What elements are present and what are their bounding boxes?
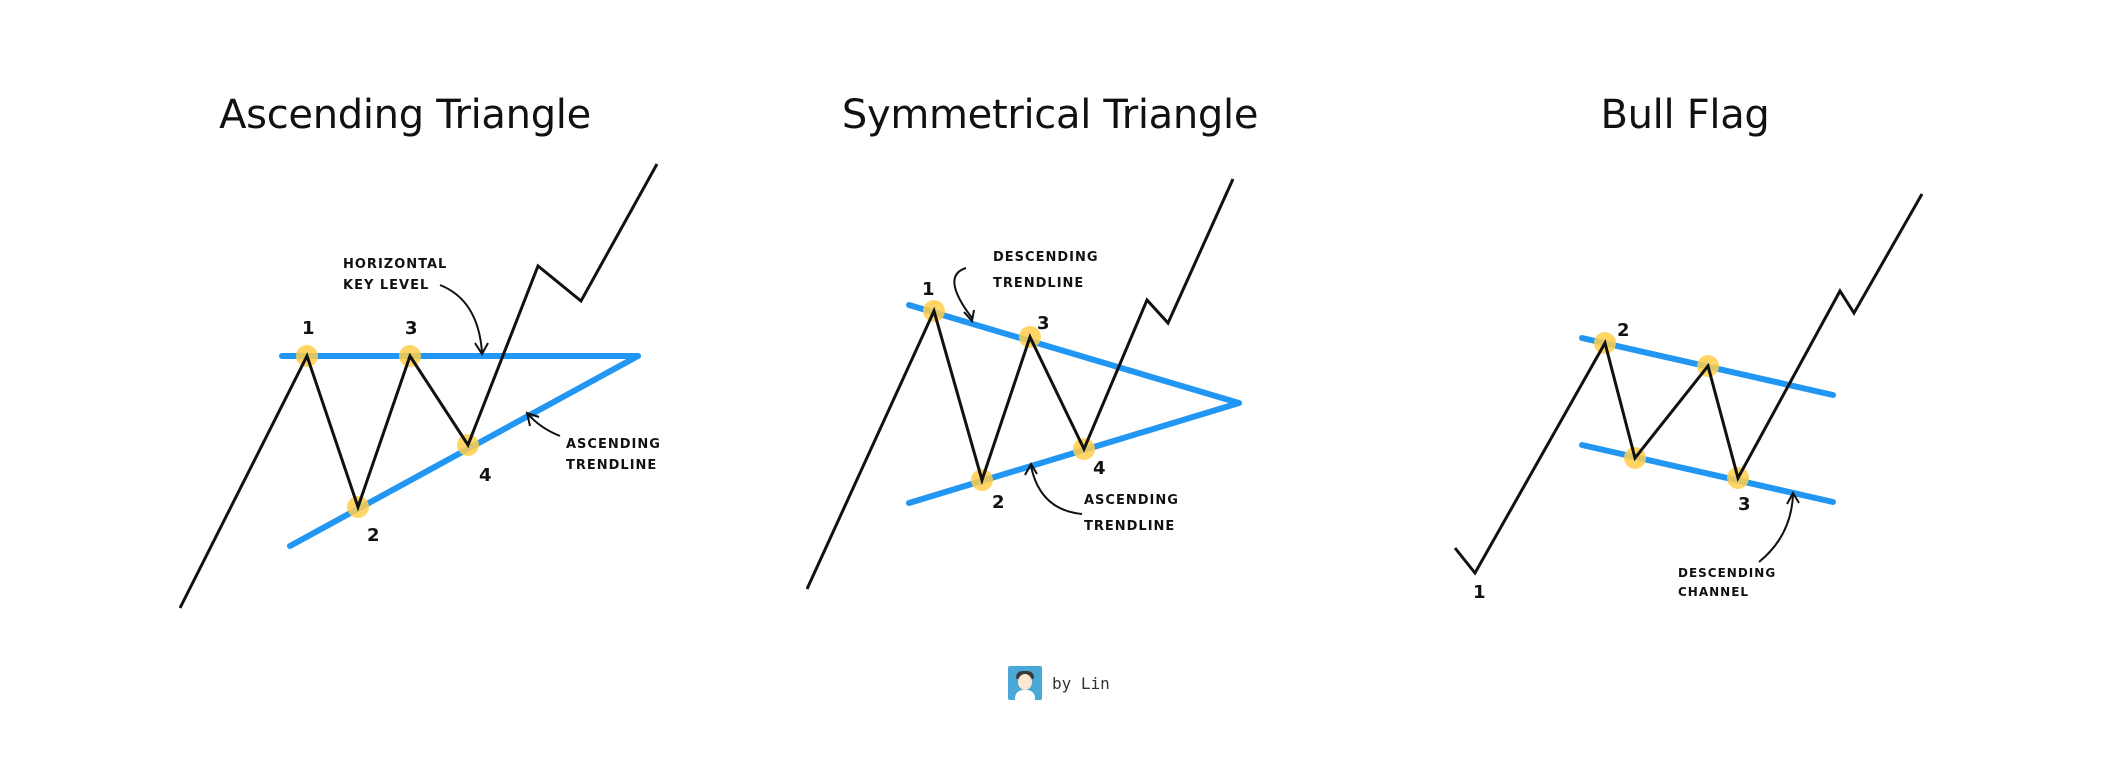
ascending-arrowhead xyxy=(1024,461,1038,476)
point-label-1: 1 xyxy=(302,318,315,339)
point-label-2: 2 xyxy=(992,492,1005,513)
ascending-label-line1: ASCENDING xyxy=(1084,493,1179,508)
descending-arrow xyxy=(953,267,973,319)
channel-arrow xyxy=(1758,494,1794,563)
bull-flag-panel: Bull Flag DESCENDING CHANNEL 1 2 3 xyxy=(1335,0,2035,700)
symmetrical-triangle-panel: Symmetrical Triangle DESCENDING TRENDLIN… xyxy=(700,0,1400,700)
bull-flag-title: Bull Flag xyxy=(1600,92,1770,138)
key-level-label-line2: KEY LEVEL xyxy=(343,278,429,293)
descending-label-line1: DESCENDING xyxy=(993,250,1099,265)
point-label-1: 1 xyxy=(1473,582,1486,603)
point-label-2: 2 xyxy=(1617,320,1630,341)
key-level-arrow xyxy=(439,284,483,353)
ascending-label-line2: TRENDLINE xyxy=(1084,519,1175,534)
credit-text: by Lin xyxy=(1052,673,1110,693)
point-label-4: 4 xyxy=(1093,458,1106,479)
channel-arrowhead xyxy=(1786,490,1800,505)
point-label-3: 3 xyxy=(1738,494,1751,515)
descending-trendline xyxy=(906,302,1242,406)
price-path xyxy=(178,163,659,609)
author-avatar-icon xyxy=(1008,666,1042,700)
author-credit: by Lin xyxy=(1008,665,1110,701)
flag-lower-channel-line xyxy=(1579,442,1836,505)
trendline-label-line2: TRENDLINE xyxy=(566,458,657,473)
point-label-2: 2 xyxy=(367,525,380,546)
price-path xyxy=(805,178,1235,590)
ascending-triangle-title: Ascending Triangle xyxy=(219,92,591,138)
trendline-label-line1: ASCENDING xyxy=(566,437,661,452)
channel-label-line1: DESCENDING xyxy=(1678,566,1776,580)
key-level-arrowhead xyxy=(474,342,489,356)
ascending-triangle-diagram: HORIZONTAL KEY LEVEL ASCENDING TRENDLINE… xyxy=(178,163,661,609)
key-level-label-line1: HORIZONTAL xyxy=(343,257,447,272)
point-label-3: 3 xyxy=(405,318,418,339)
bull-flag-diagram: DESCENDING CHANNEL 1 2 3 xyxy=(1453,193,1924,603)
point-label-1: 1 xyxy=(922,279,935,300)
descending-arrowhead xyxy=(963,309,975,324)
trendline-arrow xyxy=(527,413,561,437)
price-path xyxy=(1453,193,1924,576)
descending-label-line2: TRENDLINE xyxy=(993,276,1084,291)
ascending-triangle-panel: Ascending Triangle HORIZONTAL KEY LEVEL … xyxy=(0,0,810,700)
symmetrical-triangle-diagram: DESCENDING TRENDLINE ASCENDING TRENDLINE… xyxy=(805,178,1242,590)
point-label-4: 4 xyxy=(479,465,492,486)
channel-label-line2: CHANNEL xyxy=(1678,585,1749,599)
symmetrical-triangle-title: Symmetrical Triangle xyxy=(841,92,1259,138)
ascending-arrow xyxy=(1030,465,1083,515)
point-label-3: 3 xyxy=(1037,313,1050,334)
trendline-arrowhead xyxy=(525,411,540,427)
